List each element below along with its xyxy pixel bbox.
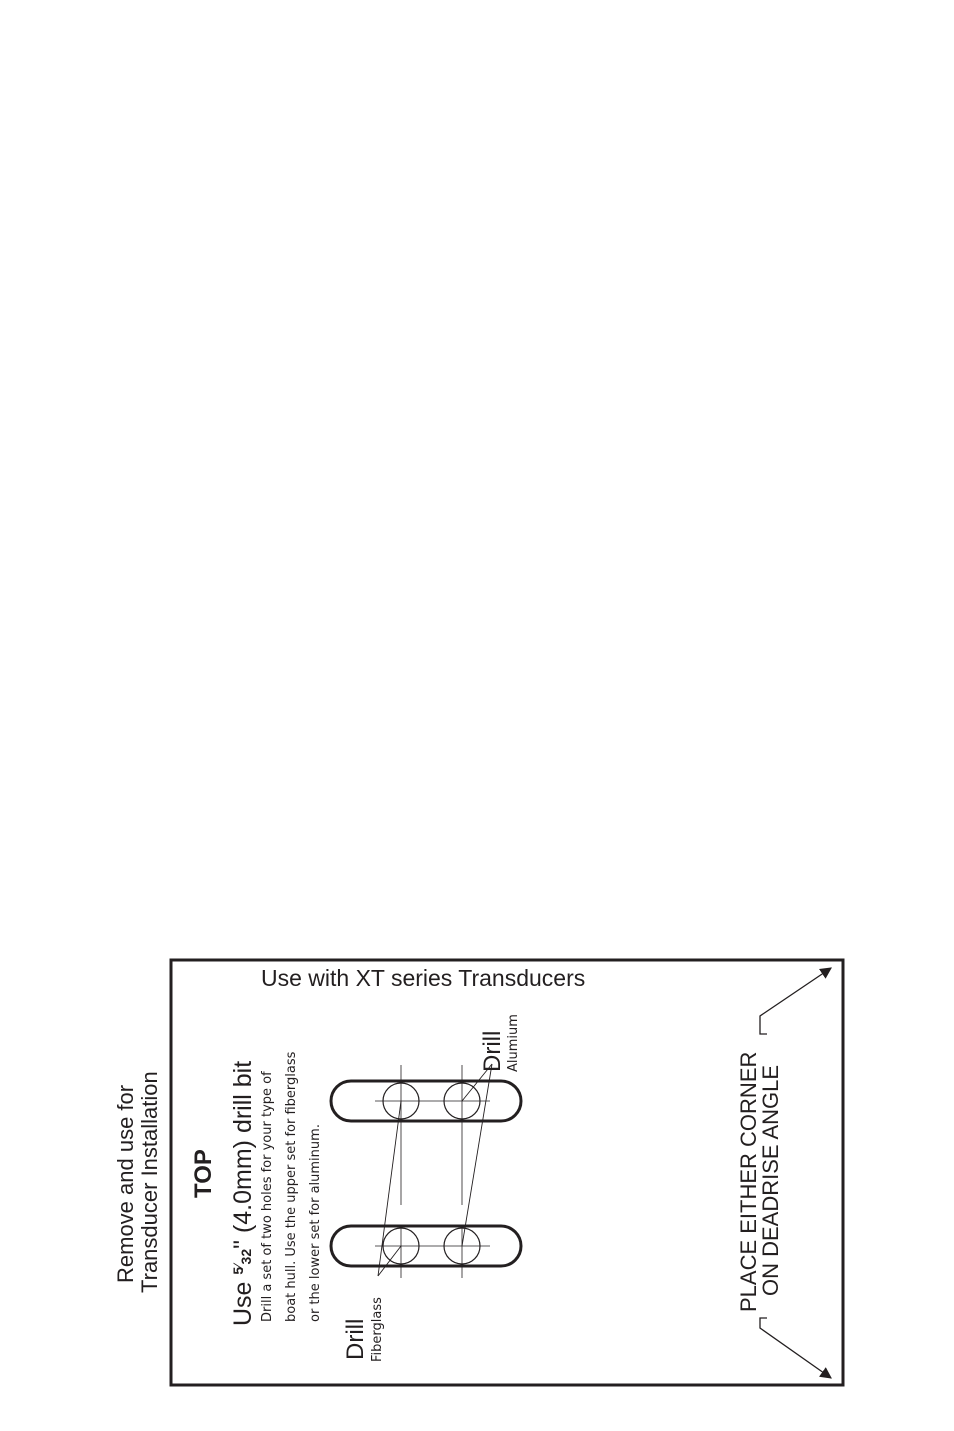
- outside-note-line2: Transducer Installation: [137, 1071, 162, 1293]
- instruction-line-2: boat hull. Use the upper set for fibergl…: [284, 1051, 299, 1322]
- drill-bit-fraction-den: 32: [238, 1249, 254, 1265]
- drill-fiberglass-title: Drill: [342, 1319, 369, 1360]
- drill-aluminum-label: Drill: [479, 1031, 506, 1072]
- corner-note-line1: PLACE EITHER CORNER: [736, 1052, 761, 1312]
- top-label-group: TOP: [190, 1149, 217, 1198]
- leader-fiberglass: [377, 1100, 402, 1277]
- instructions: Drill a set of two holes for your type o…: [260, 1051, 323, 1322]
- fraction-slash: ⁄: [230, 1262, 246, 1270]
- arrow-bottom-right: [759, 1317, 832, 1379]
- drill-aluminum-sub: Alumium: [506, 1014, 521, 1072]
- drill-fiberglass-label: Drill: [342, 1319, 369, 1360]
- series-label: Use with XT series Transducers: [261, 965, 585, 991]
- outside-note: Remove and use for Transducer Installati…: [113, 1071, 162, 1293]
- drill-bit-suffix: " (4.0mm) drill bit: [229, 1061, 257, 1249]
- top-label: TOP: [190, 1149, 217, 1198]
- template-border: [169, 958, 845, 1387]
- crosshairs: [375, 1065, 490, 1278]
- drill-aluminum-sub-group: Alumium: [506, 1014, 521, 1072]
- arrow-top-right: [759, 967, 832, 1035]
- outside-note-line1: Remove and use for: [113, 1085, 138, 1283]
- instruction-line-3: or the lower set for aluminum.: [308, 1124, 323, 1322]
- corner-arrows: [759, 967, 832, 1379]
- drill-bit-text: Use 5⁄32" (4.0mm) drill bit: [229, 1061, 257, 1326]
- drill-bit-prefix: Use: [229, 1275, 257, 1326]
- drill-fiberglass-sub: Fiberglass: [370, 1297, 385, 1362]
- drill-bit-fraction-num: 5: [230, 1267, 246, 1275]
- corner-note: PLACE EITHER CORNER ON DEADRISE ANGLE: [736, 1052, 783, 1312]
- corner-note-line2: ON DEADRISE ANGLE: [758, 1065, 783, 1296]
- leader-aluminum: [461, 1063, 493, 1247]
- drill-bit-heading: Use 5⁄32" (4.0mm) drill bit: [229, 1061, 257, 1326]
- drill-fiberglass-sub-group: Fiberglass: [370, 1297, 385, 1362]
- instruction-line-1: Drill a set of two holes for your type o…: [260, 1071, 275, 1322]
- drill-aluminum-title: Drill: [479, 1031, 506, 1072]
- slot-upper: [329, 1079, 523, 1123]
- slot-lower: [329, 1224, 523, 1268]
